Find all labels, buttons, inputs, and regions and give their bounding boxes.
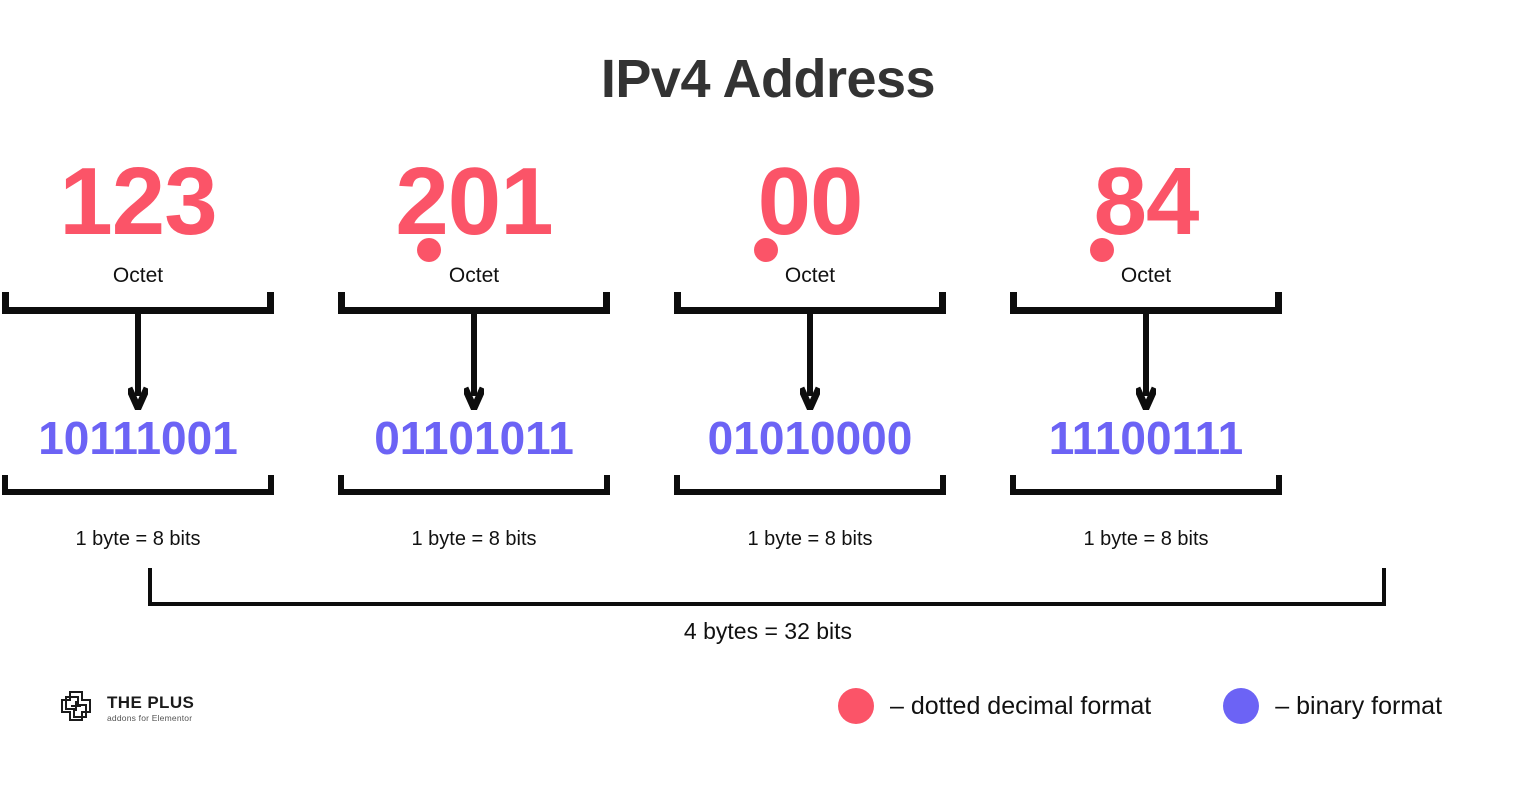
brand-text: THE PLUS addons for Elementor	[107, 694, 194, 723]
brand-tagline: addons for Elementor	[107, 713, 193, 724]
legend: – dotted decimal format – binary format	[838, 688, 1442, 724]
octet-decimal-value-4: 84	[1093, 148, 1200, 255]
total-label: 4 bytes = 32 bits	[683, 618, 853, 644]
octet-arrow-4	[1133, 314, 1159, 417]
octet-decimal-value-1: 123	[59, 148, 217, 255]
byte-label-4: 1 byte = 8 bits	[1083, 528, 1209, 550]
legend-text-1: dotted decimal format	[910, 691, 1152, 720]
octet-decimal-value-3: 00	[757, 148, 864, 255]
plus-logo-icon	[56, 686, 96, 731]
octet-label-2: Octet	[448, 264, 500, 287]
byte-bracket-3	[674, 475, 946, 495]
octet-label-3: Octet	[784, 264, 836, 287]
separator-dot-1	[417, 238, 441, 262]
byte-label-2: 1 byte = 8 bits	[411, 528, 537, 550]
octet-bracket-2	[338, 292, 610, 314]
octet-binary-value-1: 10111001	[38, 412, 238, 464]
octet-binary-value-3: 01010000	[707, 412, 913, 464]
legend-dash-1: –	[890, 691, 904, 720]
octet-arrow-2	[461, 314, 487, 417]
byte-label-3: 1 byte = 8 bits	[747, 528, 873, 550]
brand-name: THE PLUS	[107, 693, 195, 713]
octet-bracket-3	[674, 292, 946, 314]
octet-binary-value-4: 11100111	[1048, 412, 1244, 464]
page-title: IPv4 Address	[600, 49, 936, 109]
legend-text-2: binary format	[1296, 691, 1443, 720]
byte-label-1: 1 byte = 8 bits	[75, 528, 201, 550]
legend-item-binary: – binary format	[1223, 688, 1442, 724]
octet-arrow-1	[125, 314, 151, 417]
octet-bracket-1	[2, 292, 274, 314]
octet-label-1: Octet	[112, 264, 164, 287]
brand-logo: THE PLUS addons for Elementor	[56, 686, 194, 731]
octet-label-4: Octet	[1120, 264, 1172, 287]
total-bracket	[148, 568, 1386, 606]
separator-dot-2	[754, 238, 778, 262]
octet-binary-value-2: 01101011	[374, 412, 574, 464]
circle-icon	[1223, 688, 1260, 724]
legend-item-dotted-decimal: – dotted decimal format	[838, 688, 1151, 724]
circle-icon	[838, 688, 874, 724]
octet-arrow-3	[797, 314, 823, 417]
byte-bracket-4	[1010, 475, 1282, 495]
legend-label-binary: – binary format	[1275, 692, 1442, 721]
legend-dash-2: –	[1275, 691, 1290, 720]
octet-bracket-4	[1010, 292, 1282, 314]
legend-label-dotted-decimal: – dotted decimal format	[890, 692, 1151, 721]
separator-dot-3	[1090, 238, 1114, 262]
byte-bracket-2	[338, 475, 610, 495]
octet-decimal-value-2: 201	[395, 148, 553, 255]
byte-bracket-1	[2, 475, 274, 495]
